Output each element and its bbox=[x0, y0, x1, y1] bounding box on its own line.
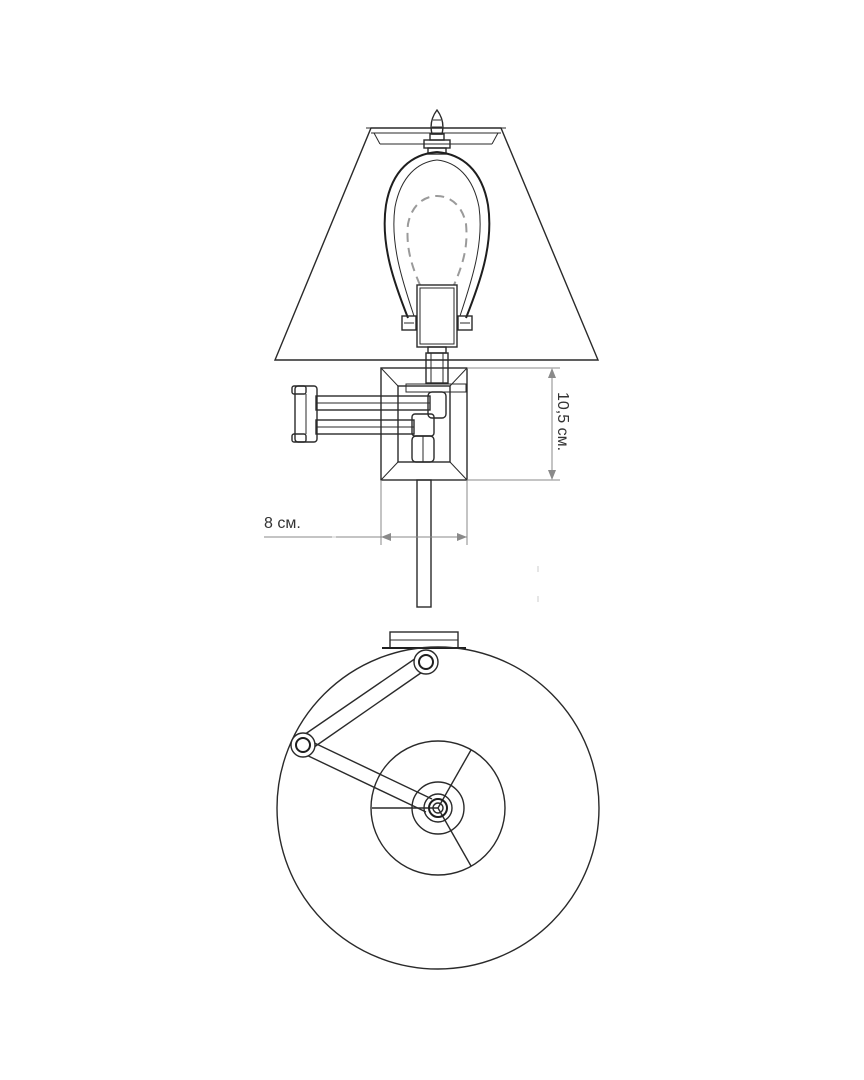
height-dimension bbox=[467, 367, 560, 481]
top-view bbox=[276, 631, 600, 970]
arm-joint-wall bbox=[413, 649, 439, 675]
arm-joint-elbow bbox=[290, 732, 316, 758]
wall-plate bbox=[380, 367, 468, 481]
socket bbox=[416, 284, 458, 354]
width-dimension bbox=[264, 480, 468, 545]
swing-arm bbox=[291, 385, 447, 463]
socket-top bbox=[411, 781, 465, 835]
shade-outer-circle bbox=[276, 646, 600, 970]
width-dimension-label: 8 см. bbox=[264, 515, 301, 532]
front-view: 10,5 см. 8 см. bbox=[264, 108, 600, 608]
scan-marks bbox=[332, 536, 539, 602]
wall-mount-top bbox=[382, 631, 466, 649]
shade-inner-circle bbox=[370, 740, 506, 876]
harp bbox=[383, 151, 491, 331]
harp-spokes bbox=[372, 749, 472, 867]
height-dimension-label: 10,5 см. bbox=[554, 392, 571, 451]
arm-top bbox=[297, 655, 433, 813]
finial bbox=[423, 108, 451, 155]
lamp-shade bbox=[273, 127, 600, 361]
cord-cover bbox=[416, 479, 432, 608]
bulb-outline bbox=[406, 194, 468, 286]
